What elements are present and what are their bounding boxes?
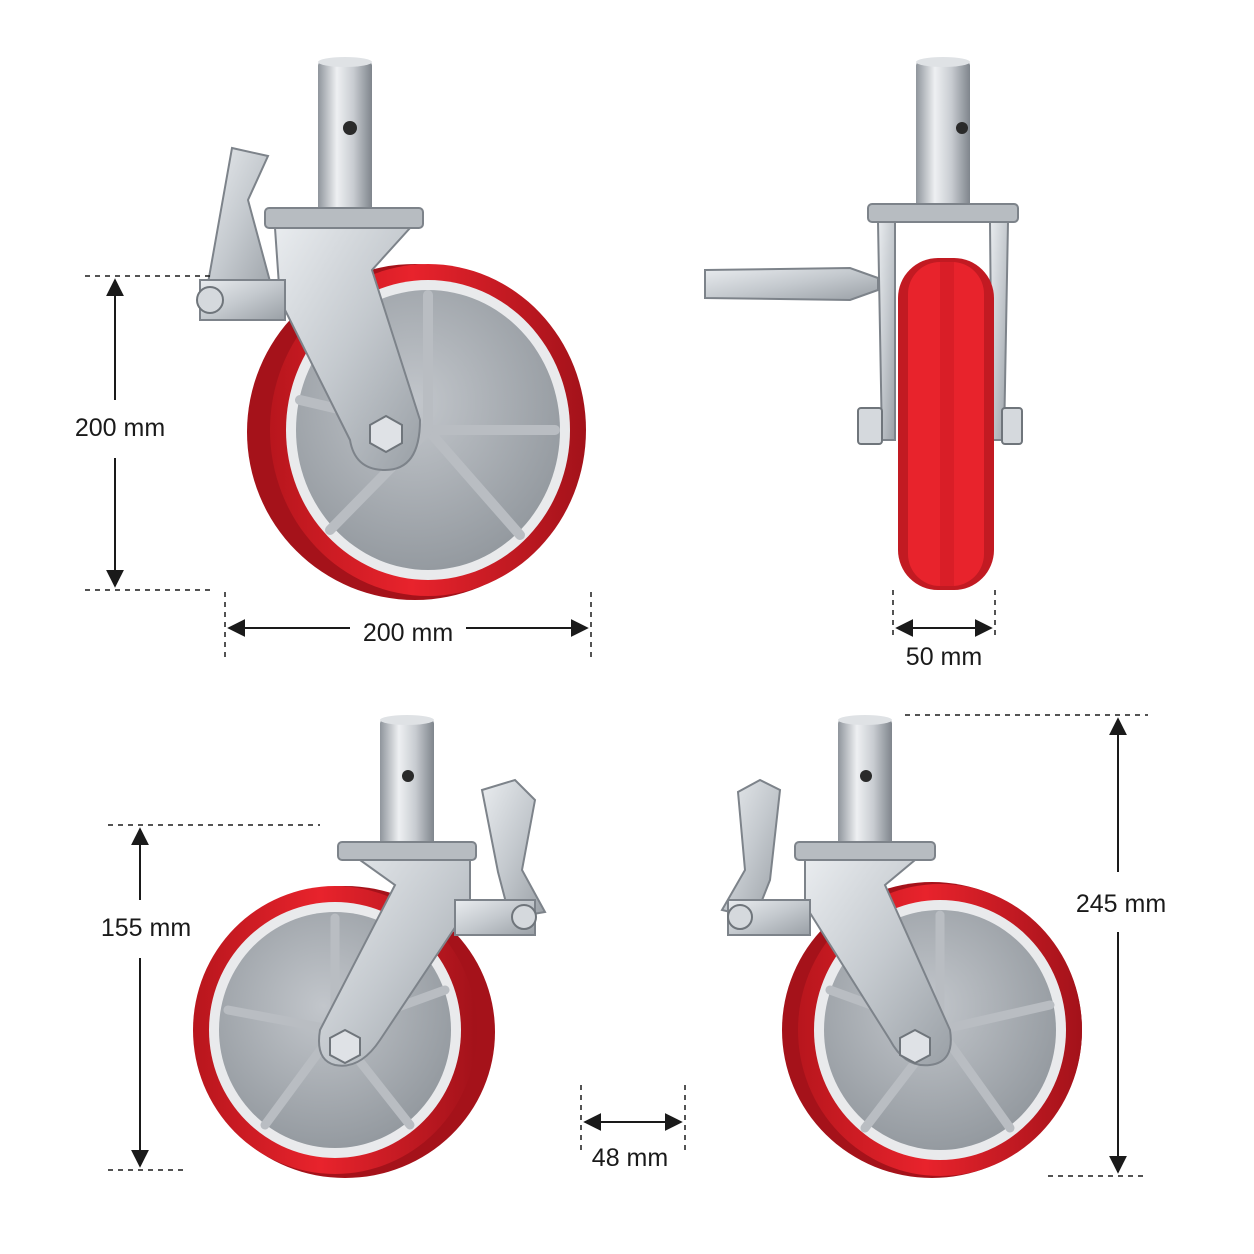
dimension-wheel-height [85, 275, 215, 591]
brake-lever [720, 778, 782, 920]
stem [380, 715, 434, 848]
dimension-lines [85, 275, 1148, 1177]
dimension-wheel-width [892, 590, 996, 640]
swivel-plate [794, 841, 936, 861]
label-wheel-height: 200 mm [75, 414, 165, 442]
stem [838, 715, 892, 848]
dimension-labels: 200 mm 200 mm 50 mm 155 mm 48 mm 245 mm [75, 414, 1166, 1172]
brake-lever [704, 266, 879, 302]
dimension-offset [580, 1085, 686, 1155]
fork [318, 859, 537, 1067]
label-wheel-diameter: 200 mm [363, 619, 453, 647]
caster-angled-view-bottom-right [720, 715, 1082, 1178]
fork [196, 227, 422, 472]
brake-lever [480, 778, 547, 920]
label-total-height: 245 mm [1076, 890, 1166, 918]
stem [318, 57, 372, 222]
caster-front-view-top-right [704, 57, 1023, 590]
caster-angled-view-bottom-left [193, 715, 547, 1178]
dimension-total-height [905, 714, 1148, 1177]
fork [727, 859, 952, 1067]
caster-side-view-top-left [196, 57, 586, 600]
label-left-height: 155 mm [101, 914, 191, 942]
swivel-plate [337, 841, 477, 861]
swivel-plate [867, 203, 1019, 223]
label-offset: 48 mm [592, 1144, 668, 1172]
fork [857, 221, 1023, 445]
swivel-plate [264, 207, 424, 229]
wheel [898, 258, 994, 590]
label-wheel-width: 50 mm [906, 643, 982, 671]
dimension-wheel-diameter [224, 592, 592, 662]
stem [916, 57, 970, 210]
dimension-left-height [108, 824, 320, 1171]
